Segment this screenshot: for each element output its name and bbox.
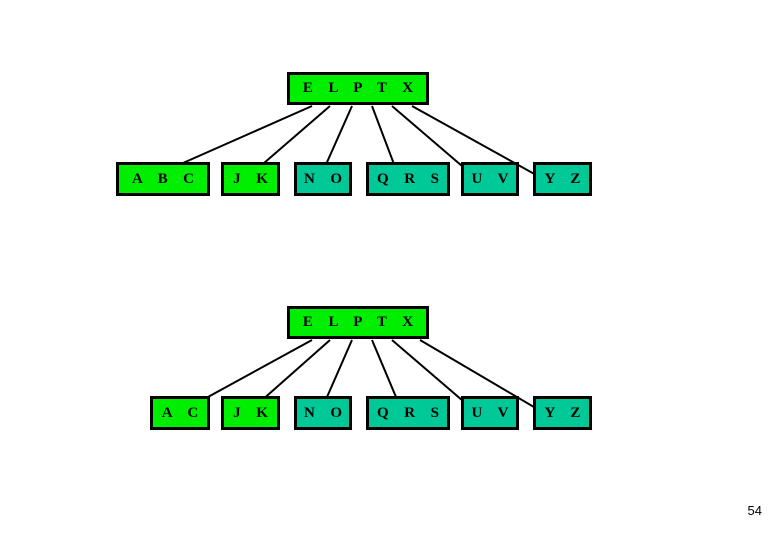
tree-before-leaf-2: N O: [294, 162, 352, 196]
node-label: E L P T X: [302, 314, 416, 330]
node-label: U V: [471, 404, 512, 421]
node-label: N O: [303, 404, 345, 421]
node-label: Q R S: [376, 170, 442, 187]
tree-after-leaf-0: A C: [150, 396, 210, 430]
node-label: A C: [161, 404, 201, 421]
tree-after-leaf-5: Y Z: [533, 396, 592, 430]
tree-after-leaf-4: U V: [461, 396, 519, 430]
tree-before-leaf-5: Y Z: [533, 162, 592, 196]
node-label: Y Z: [544, 404, 584, 421]
tree-edge-arrows: [130, 105, 557, 421]
tree-before-leaf-1: J K: [221, 162, 280, 196]
page-number: 54: [747, 503, 762, 518]
node-label: N O: [303, 170, 345, 187]
tree-after-leaf-2: N O: [294, 396, 352, 430]
tree-before-leaf-4: U V: [461, 162, 519, 196]
tree-before-leaf-3: Q R S: [366, 162, 450, 196]
node-label: J K: [233, 170, 271, 187]
tree-before-leaf-0: A B C: [116, 162, 210, 196]
node-label: E L P T X: [302, 80, 416, 96]
node-label: Q R S: [376, 404, 442, 421]
tree-after-leaf-3: Q R S: [366, 396, 450, 430]
node-label: U V: [471, 170, 512, 187]
tree-before-root: E L P T X: [287, 72, 429, 105]
tree-after-leaf-1: J K: [221, 396, 280, 430]
node-label: J K: [233, 404, 271, 421]
tree-after-root: E L P T X: [287, 306, 429, 339]
node-label: A B C: [131, 170, 197, 187]
node-label: Y Z: [544, 170, 584, 187]
